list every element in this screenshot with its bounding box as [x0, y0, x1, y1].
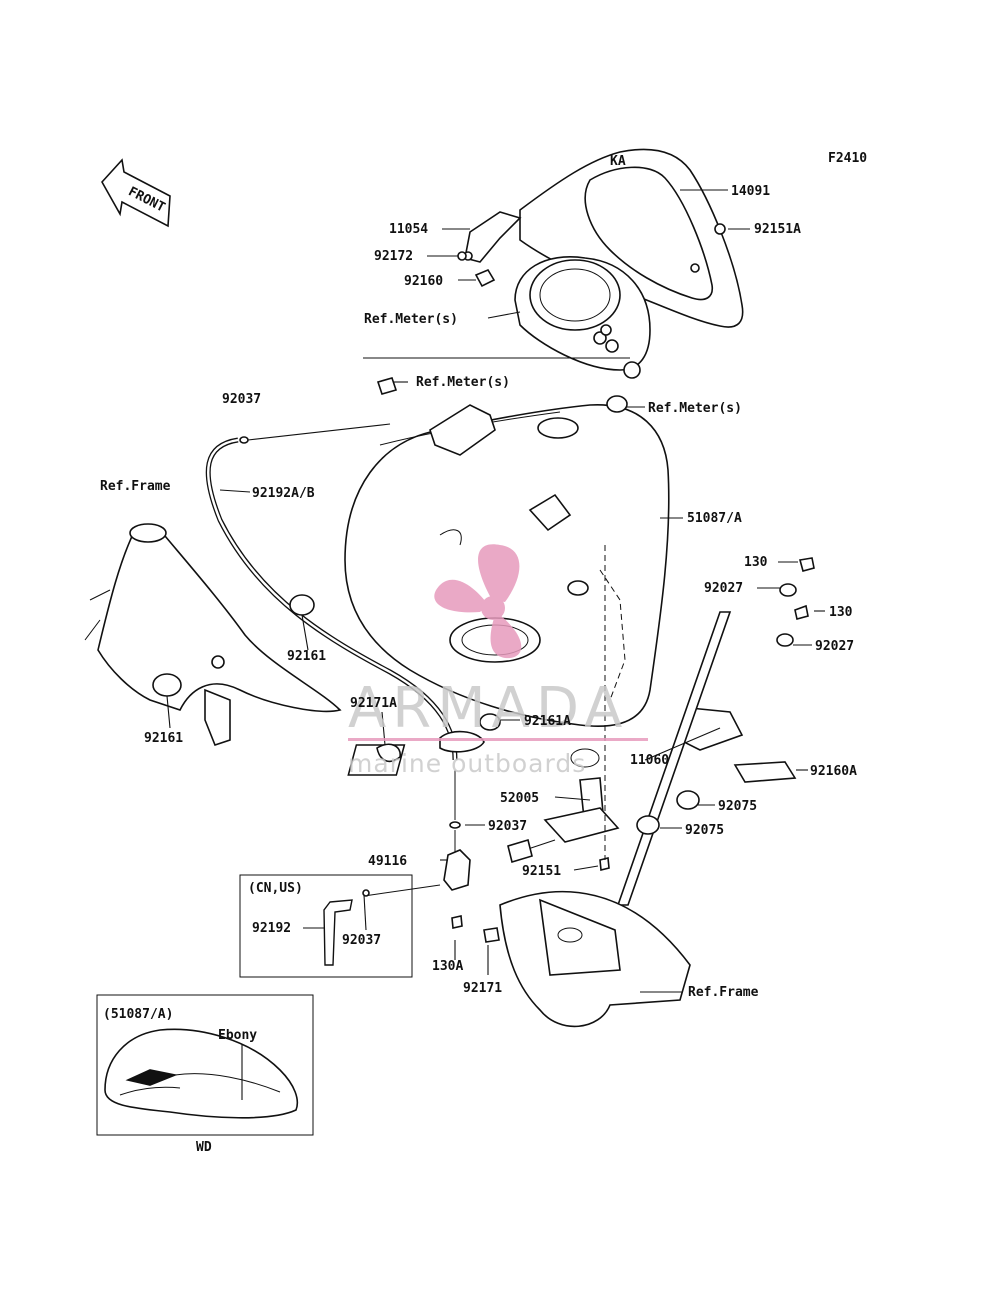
label-92151A: 92151A — [754, 222, 801, 237]
label-52005: 52005 — [500, 791, 539, 806]
grommet-92161-a — [289, 594, 315, 616]
armada-watermark: ARMADA marine outboards — [348, 544, 648, 778]
label-92160A: 92160A — [810, 764, 857, 779]
label-ref-frame-1: Ref.Frame — [100, 479, 171, 494]
label-92161-a: 92161 — [287, 649, 326, 664]
watermark-brand: ARMADA — [348, 676, 628, 741]
cover-plate-part — [439, 730, 485, 753]
bolt-130-a — [798, 557, 815, 572]
inset-title: (51087/A) — [103, 1007, 173, 1022]
label-92161A: 92161A — [524, 714, 571, 729]
clamp-92171A — [376, 743, 401, 763]
bolt-130-b — [794, 604, 809, 620]
grommet-meter-ref-a — [376, 377, 398, 395]
nut-92172 — [457, 251, 467, 261]
washer-92027-a — [779, 583, 797, 597]
cap-92161A — [479, 713, 501, 731]
label-92171: 92171 — [463, 981, 502, 996]
label-130-b: 130 — [829, 605, 853, 620]
label-ref-meter-3: Ref.Meter(s) — [648, 401, 742, 416]
label-92192: 92192 — [252, 921, 291, 936]
label-130-a: 130 — [744, 555, 768, 570]
watermark-tagline: marine outboards — [348, 749, 586, 778]
label-92037-a: 92037 — [222, 392, 261, 407]
propeller-logo-icon — [434, 544, 522, 659]
label-92160: 92160 — [404, 274, 443, 289]
bolt-130A — [451, 915, 463, 929]
label-ref-meter-1: Ref.Meter(s) — [364, 312, 458, 327]
label-92161-b: 92161 — [144, 731, 183, 746]
label-92037-b: 92037 — [488, 819, 527, 834]
clip-92037-a — [239, 436, 249, 444]
clip-92037-b — [449, 821, 461, 829]
nut-92151A — [714, 223, 726, 235]
label-92075-b: 92075 — [685, 823, 724, 838]
front-arrow-icon: FRONT — [101, 158, 171, 228]
label-14091: 14091 — [731, 184, 770, 199]
bracket-part — [463, 211, 522, 263]
inset-ebony-label: Ebony — [218, 1028, 257, 1043]
svg-text:KA: KA — [610, 154, 626, 169]
frame-left-part — [84, 523, 342, 746]
label-ref-frame-2: Ref.Frame — [688, 985, 759, 1000]
frame-lower-part — [499, 890, 691, 1028]
region-inset — [239, 874, 413, 978]
label-51087A: 51087/A — [687, 511, 742, 526]
label-11060: 11060 — [630, 753, 669, 768]
grommet-92075-a — [676, 790, 700, 810]
washer-92027-b — [776, 633, 794, 647]
label-11054: 11054 — [389, 222, 428, 237]
grommet-92075-b — [636, 815, 660, 835]
grommet-meter-ref-b — [606, 395, 628, 413]
label-region: (CN,US) — [248, 881, 303, 896]
label-92027-b: 92027 — [815, 639, 854, 654]
inset-wd-label: WD — [196, 1140, 212, 1155]
meter-assembly — [474, 256, 651, 379]
label-92027-a: 92027 — [704, 581, 743, 596]
clamp-92171 — [483, 927, 500, 943]
figure-code: F2410 — [828, 151, 867, 166]
leader-lines — [166, 189, 825, 993]
label-ref-meter-2: Ref.Meter(s) — [416, 375, 510, 390]
label-92172: 92172 — [374, 249, 413, 264]
label-92171A: 92171A — [350, 696, 397, 711]
grommet-92161-b — [152, 673, 182, 697]
fuel-valve-part — [443, 849, 471, 891]
ebony-inset — [96, 994, 314, 1136]
label-92192AB: 92192A/B — [252, 486, 315, 501]
pad-92160A — [733, 761, 797, 783]
label-92037-c: 92037 — [342, 933, 381, 948]
label-92075-a: 92075 — [718, 799, 757, 814]
label-49116: 49116 — [368, 854, 407, 869]
label-92151: 92151 — [522, 864, 561, 879]
label-130A: 130A — [432, 959, 463, 974]
